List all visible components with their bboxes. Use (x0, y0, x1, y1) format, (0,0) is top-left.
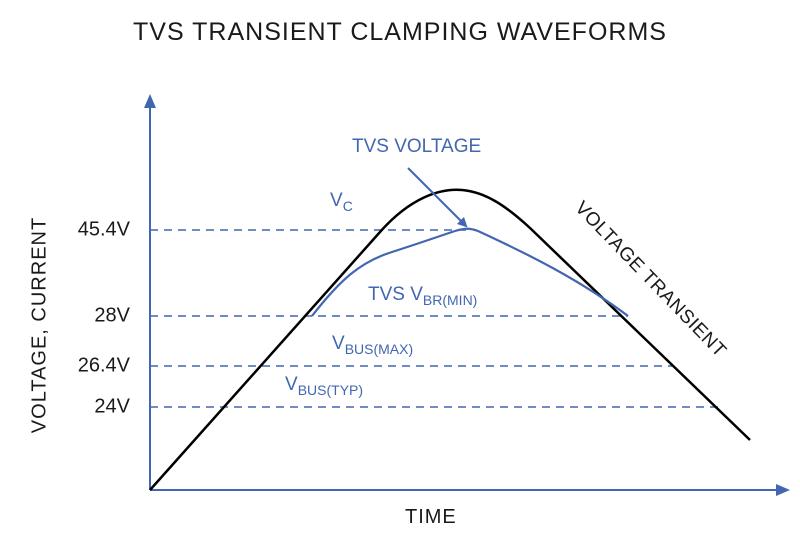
level-label-vbus-max: VBUS(MAX) (332, 333, 414, 357)
x-axis-label: TIME (405, 506, 457, 528)
y-axis-arrow (144, 94, 156, 108)
tick-label-vbr: 28V (94, 304, 130, 327)
y-axis-label: VOLTAGE, CURRENT (28, 216, 51, 434)
tvs-voltage-pointer (407, 167, 468, 228)
level-label-vbr: TVS VBR(MIN) (368, 284, 478, 308)
voltage-transient-curve (149, 188, 751, 491)
tvs-voltage-curve (311, 227, 629, 317)
tick-label-vbus-typ: 24V (94, 395, 130, 418)
level-label-vbus-typ: VBUS(TYP) (285, 374, 364, 398)
diagram-title: TVS TRANSIENT CLAMPING WAVEFORMS (133, 18, 667, 46)
x-axis-arrow (776, 484, 790, 496)
tick-label-vbus-max: 26.4V (77, 354, 130, 377)
level-label-vc: VC (330, 190, 353, 214)
tvs-voltage-label: TVS VOLTAGE (352, 136, 482, 157)
tick-label-vc: 45.4V (77, 218, 130, 241)
